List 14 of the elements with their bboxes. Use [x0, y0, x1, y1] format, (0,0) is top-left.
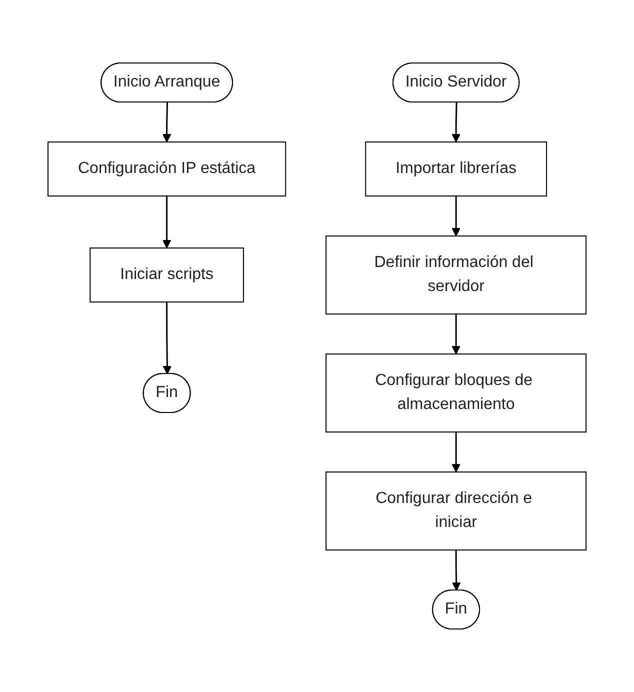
- arrow: [452, 314, 460, 354]
- node-box: Iniciar scripts: [90, 248, 244, 302]
- arrow: [452, 196, 460, 236]
- arrow: [452, 102, 460, 142]
- node-box: Definir información del servidor: [326, 236, 586, 314]
- node-box: Importar librerías: [365, 142, 547, 196]
- arrow: [162, 196, 172, 248]
- arrow: [452, 550, 461, 591]
- arrow: [162, 102, 172, 142]
- node-box: Configuración IP estática: [47, 142, 286, 196]
- node-box: Configurar dirección e iniciar: [326, 472, 586, 550]
- node-box: Configurar bloques de almacenamiento: [326, 354, 586, 432]
- arrow: [452, 432, 460, 472]
- arrow: [162, 302, 172, 374]
